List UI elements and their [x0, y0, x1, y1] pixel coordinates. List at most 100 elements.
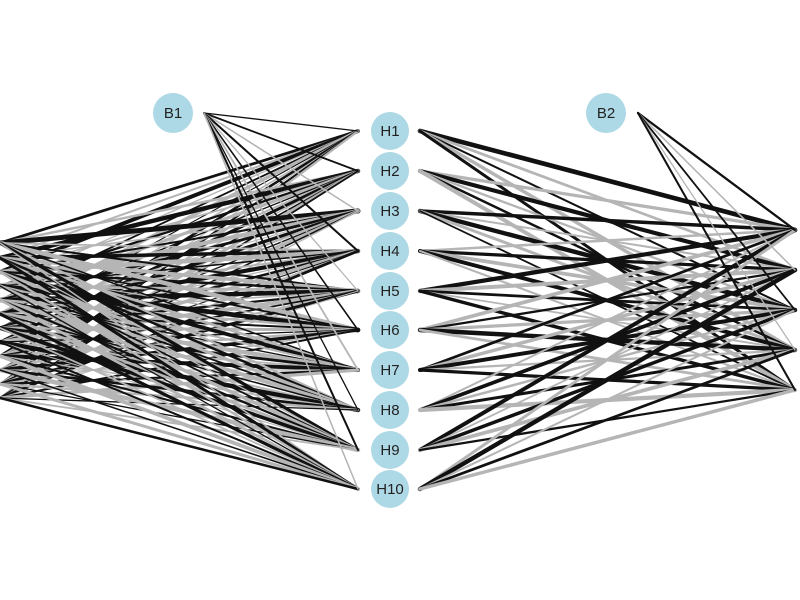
edge-input1-to-h8 — [0, 241, 360, 412]
bias-node-b2-label: B2 — [597, 105, 615, 122]
edge-input10-to-h10 — [0, 369, 359, 490]
edge-b1-to-h2 — [203, 112, 359, 172]
hidden-node-h7: H7 — [371, 351, 409, 389]
hidden-node-h10-label: H10 — [376, 481, 404, 498]
edge-input12-to-h5 — [0, 290, 359, 399]
hidden-node-h6-label: H6 — [380, 322, 399, 339]
hidden-node-h9-label: H9 — [380, 442, 399, 459]
edge-input3-to-h5 — [0, 270, 360, 293]
edge-h10-to-output1 — [418, 228, 797, 491]
edge-input1-to-h2 — [0, 169, 360, 245]
edge-input5-to-h10 — [0, 298, 360, 491]
hidden-node-h8-label: H8 — [380, 402, 399, 419]
edge-input7-to-h9 — [0, 326, 360, 452]
edge-input9-to-h5 — [0, 290, 359, 357]
edge-h8-to-output1 — [418, 228, 797, 412]
edge-b1-to-h9 — [202, 111, 360, 452]
bias-node-b1: B1 — [153, 93, 193, 133]
edge-input11-to-h9 — [0, 383, 359, 451]
edge-b2-to-output2 — [637, 112, 796, 271]
edge-h7-to-output1 — [418, 228, 797, 372]
edge-h4-to-output1 — [418, 228, 797, 253]
edge-b1-to-h8 — [203, 112, 359, 411]
edge-input3-to-h1 — [0, 129, 360, 274]
hidden-node-h1: H1 — [371, 112, 409, 150]
edge-b1-to-h5 — [203, 112, 359, 292]
edge-input4-to-h9 — [0, 284, 360, 452]
edge-input9-to-h4 — [0, 249, 360, 358]
edge-input4-to-h7 — [0, 284, 360, 372]
edge-input1-to-h1 — [0, 129, 360, 245]
edge-h5-to-output1 — [417, 227, 798, 294]
hidden-node-h9: H9 — [371, 431, 409, 469]
edge-input5-to-h8 — [0, 298, 360, 412]
edge-input6-to-h9 — [0, 312, 360, 452]
edge-b2-to-output4 — [637, 112, 796, 351]
hidden-node-h2-label: H2 — [380, 163, 399, 180]
node-layer: B1 B2 H1 H2 H3 H4 — [153, 93, 626, 508]
edge-h9-to-output1 — [418, 228, 797, 452]
connection-layer — [0, 111, 798, 492]
edge-input4-to-h4 — [0, 250, 359, 287]
edge-b2-to-output5 — [636, 111, 797, 392]
edge-input3-to-h10 — [0, 270, 360, 491]
edge-input12-to-h4 — [0, 249, 360, 400]
edge-input4-to-h3 — [0, 208, 361, 289]
edge-input8-to-h6 — [0, 329, 359, 343]
hidden-node-h3: H3 — [371, 192, 409, 230]
edge-h6-to-output1 — [418, 228, 797, 332]
edge-h10-to-output4 — [418, 348, 797, 491]
hidden-node-h4: H4 — [371, 232, 409, 270]
edge-input11-to-h5 — [0, 289, 360, 386]
edge-b1-to-h6 — [203, 112, 359, 331]
edge-input4-to-h1 — [0, 130, 359, 287]
edge-input4-to-h10 — [0, 285, 359, 490]
edge-h1-to-output1 — [417, 128, 798, 233]
hidden-node-h1-label: H1 — [380, 123, 399, 140]
edge-input1-to-h7 — [0, 242, 359, 371]
edge-input3-to-h9 — [0, 271, 359, 451]
edge-input12-to-h7 — [0, 368, 360, 400]
edge-h3-to-output1 — [418, 209, 797, 232]
edge-h10-to-output5 — [418, 388, 797, 491]
hidden-node-h10: H10 — [371, 470, 409, 508]
edge-input3-to-h4 — [0, 248, 361, 275]
edge-input8-to-h5 — [0, 289, 360, 344]
edge-h10-to-output2 — [417, 267, 798, 492]
edge-input6-to-h10 — [0, 312, 360, 491]
edge-input1-to-h10 — [0, 242, 359, 490]
edge-input1-to-h3 — [0, 208, 361, 246]
edge-b1-to-h4 — [202, 111, 360, 253]
edge-b2-to-output1 — [636, 111, 797, 232]
edge-input2-to-h9 — [0, 257, 359, 451]
edge-h10-to-output3 — [418, 308, 797, 491]
edge-input7-to-h7 — [0, 326, 360, 372]
edge-h2-to-output1 — [418, 169, 797, 232]
edge-b1-to-h10 — [203, 112, 359, 490]
hidden-node-h4-label: H4 — [380, 243, 399, 260]
edge-input11-to-h8 — [0, 382, 360, 412]
hidden-node-h8: H8 — [371, 391, 409, 429]
edge-input12-to-h10 — [0, 396, 360, 491]
hidden-node-h6: H6 — [371, 311, 409, 349]
edge-input1-to-h9 — [0, 241, 360, 452]
bias-node-b1-label: B1 — [164, 105, 182, 122]
edge-input1-to-h4 — [0, 242, 359, 252]
edge-input3-to-h7 — [0, 270, 360, 372]
edge-input7-to-h10 — [0, 327, 359, 490]
hidden-node-h5: H5 — [371, 272, 409, 310]
bias-node-b2: B2 — [586, 93, 626, 133]
edge-input10-to-h9 — [0, 367, 361, 453]
edge-input9-to-h7 — [0, 354, 360, 372]
edge-input9-to-h10 — [0, 354, 360, 491]
edge-input5-to-h5 — [0, 288, 361, 303]
edge-input11-to-h10 — [0, 382, 360, 491]
edge-input1-to-h6 — [0, 240, 361, 333]
edge-b1-to-h7 — [203, 112, 359, 371]
edge-input1-to-h5 — [0, 241, 360, 293]
hidden-node-h3-label: H3 — [380, 203, 399, 220]
hidden-node-h7-label: H7 — [380, 362, 399, 379]
edge-b1-to-h1 — [203, 112, 359, 132]
